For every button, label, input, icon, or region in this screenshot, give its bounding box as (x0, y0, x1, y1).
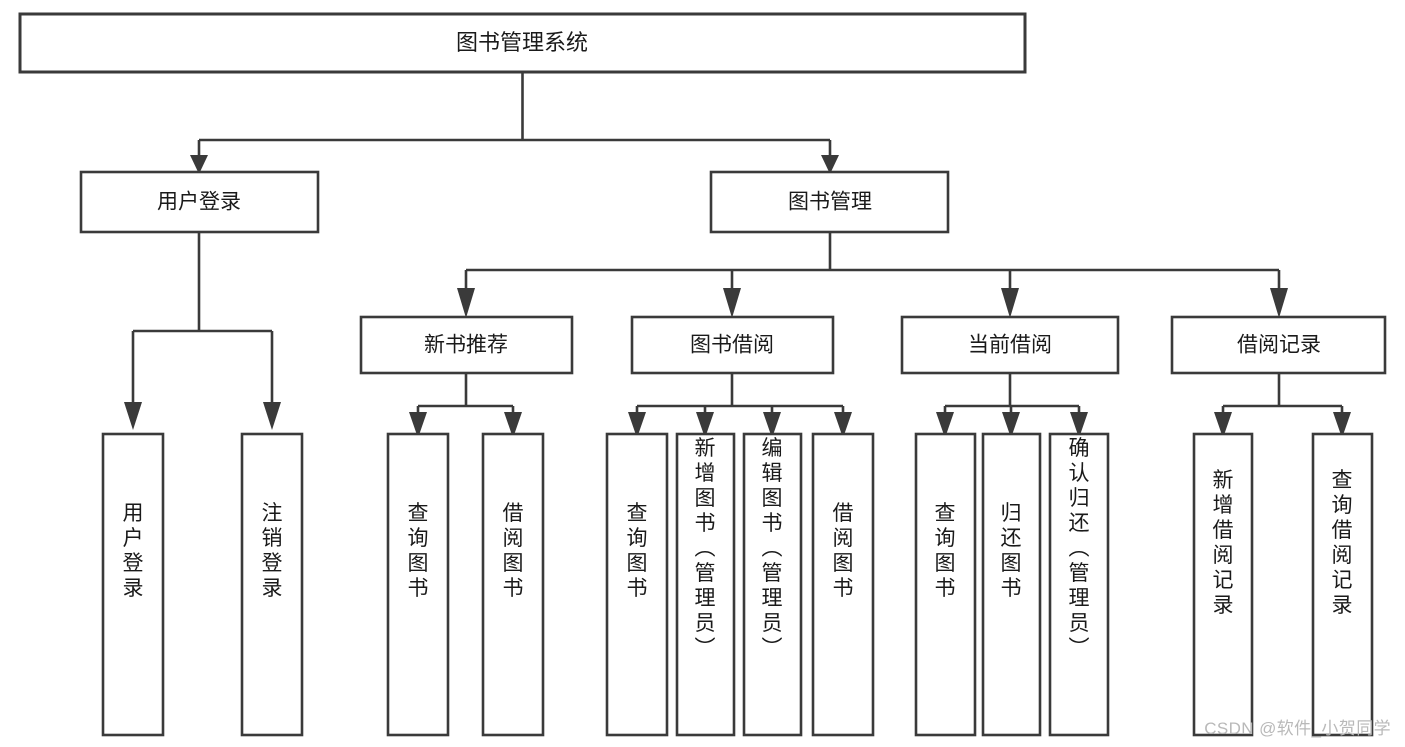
node-current-borrow[interactable]: 当前借阅 (900, 315, 1120, 375)
node-root[interactable]: 图书管理系统 (18, 12, 1027, 74)
edge-group-user-login-to-leaves (124, 232, 281, 430)
node-root-label: 图书管理系统 (456, 30, 588, 55)
watermark-text: CSDN @软件_小贺同学 (1204, 719, 1391, 738)
node-leaf-user-login[interactable]: 用户登录 (101, 432, 165, 737)
node-book-manage-label: 图书管理 (788, 191, 872, 214)
arrow-head-leaf-borrow-book-1 (504, 412, 522, 438)
arrow-head-leaf-confirm-return (1070, 412, 1088, 438)
arrow-head-borrow-record (1270, 288, 1288, 318)
node-leaf-confirm-return-box[interactable] (1048, 432, 1110, 737)
node-leaf-query-book-1-label: 查询图书 (408, 502, 429, 600)
node-leaf-add-record-box[interactable] (1192, 432, 1254, 737)
node-current-borrow-box[interactable] (900, 315, 1120, 375)
node-leaf-query-book-3-label: 查询图书 (935, 502, 956, 600)
node-leaf-borrow-book-2[interactable]: 借阅图书 (811, 432, 875, 737)
node-user-login-label: 用户登录 (157, 191, 241, 214)
node-book-manage-box[interactable] (709, 170, 950, 234)
node-new-book-rec-box[interactable] (359, 315, 574, 375)
node-leaf-query-book-3[interactable]: 查询图书 (914, 432, 977, 737)
arrow-head-user-login (190, 155, 208, 174)
edge-group-book-borrow-to-leaves (628, 373, 852, 438)
node-leaf-user-logout-label: 注销登录 (262, 502, 283, 600)
node-user-login-box[interactable] (79, 170, 320, 234)
node-leaf-confirm-return[interactable]: 确认归还︵管理员︶ (1048, 432, 1110, 737)
edge-group-book-manage-to-level3 (457, 232, 1288, 318)
node-leaf-borrow-book-1-box[interactable] (481, 432, 545, 737)
node-borrow-record-label: 借阅记录 (1237, 334, 1321, 357)
arrow-head-leaf-add-record (1214, 412, 1232, 438)
node-leaf-query-record[interactable]: 查询借阅记录 (1311, 432, 1374, 737)
node-book-borrow-label: 图书借阅 (690, 334, 774, 357)
node-leaf-query-book-2-box[interactable] (605, 432, 669, 737)
node-leaf-return-book-box[interactable] (981, 432, 1042, 737)
node-borrow-record-box[interactable] (1170, 315, 1387, 375)
node-leaf-edit-book-label: 编辑图书︵管理员︶ (762, 437, 783, 660)
node-leaf-return-book[interactable]: 归还图书 (981, 432, 1042, 737)
arrow-head-leaf-user-login (124, 402, 142, 430)
node-leaf-user-login-box[interactable] (101, 432, 165, 737)
node-leaf-add-book[interactable]: 新增图书︵管理员︶ (675, 432, 736, 737)
node-leaf-add-record-label: 新增借阅记录 (1213, 469, 1234, 617)
node-user-login[interactable]: 用户登录 (79, 170, 320, 234)
node-leaf-query-record-label: 查询借阅记录 (1332, 469, 1353, 617)
node-leaf-query-book-2-label: 查询图书 (627, 502, 648, 600)
node-leaf-add-book-label: 新增图书︵管理员︶ (695, 437, 716, 660)
node-leaf-borrow-book-1-label: 借阅图书 (503, 502, 524, 600)
node-leaf-add-record[interactable]: 新增借阅记录 (1192, 432, 1254, 737)
arrow-head-leaf-query-book-1 (409, 412, 427, 438)
node-leaf-borrow-book-1[interactable]: 借阅图书 (481, 432, 545, 737)
node-leaf-borrow-book-2-label: 借阅图书 (833, 502, 854, 600)
node-leaf-user-logout-box[interactable] (240, 432, 304, 737)
arrow-head-leaf-edit-book (763, 412, 781, 438)
node-leaf-edit-book-box[interactable] (742, 432, 803, 737)
arrow-head-leaf-add-book (696, 412, 714, 438)
node-leaf-query-book-1-box[interactable] (386, 432, 450, 737)
edge-group-current-borrow-to-leaves (936, 373, 1088, 438)
arrow-head-new-book-rec (457, 288, 475, 318)
node-current-borrow-label: 当前借阅 (968, 334, 1052, 357)
node-leaf-query-book-2[interactable]: 查询图书 (605, 432, 669, 737)
arrow-head-leaf-query-book-3 (936, 412, 954, 438)
arrow-head-leaf-borrow-book-2 (834, 412, 852, 438)
node-book-borrow-box[interactable] (630, 315, 835, 375)
node-book-borrow[interactable]: 图书借阅 (630, 315, 835, 375)
node-leaf-edit-book[interactable]: 编辑图书︵管理员︶ (742, 432, 803, 737)
node-book-manage[interactable]: 图书管理 (709, 170, 950, 234)
arrow-head-book-manage (821, 155, 839, 174)
arrow-head-leaf-return-book (1002, 412, 1020, 438)
edge-group-new-book-rec-to-leaves (409, 373, 522, 438)
arrow-head-current-borrow (1001, 288, 1019, 318)
node-leaf-query-book-3-box[interactable] (914, 432, 977, 737)
node-leaf-user-logout[interactable]: 注销登录 (240, 432, 304, 737)
arrow-head-book-borrow (723, 288, 741, 318)
node-leaf-user-login-label: 用户登录 (123, 502, 144, 600)
node-leaf-add-book-box[interactable] (675, 432, 736, 737)
arrow-head-leaf-user-logout (263, 402, 281, 430)
node-root-box[interactable] (18, 12, 1027, 74)
edge-group-borrow-record-to-leaves (1214, 373, 1351, 438)
node-leaf-query-record-box[interactable] (1311, 432, 1374, 737)
node-leaf-confirm-return-label: 确认归还︵管理员︶ (1069, 437, 1090, 660)
edge-group-root-to-level2 (190, 72, 839, 174)
arrow-head-leaf-query-record (1333, 412, 1351, 438)
node-new-book-rec[interactable]: 新书推荐 (359, 315, 574, 375)
node-leaf-borrow-book-2-box[interactable] (811, 432, 875, 737)
node-borrow-record[interactable]: 借阅记录 (1170, 315, 1387, 375)
node-leaf-return-book-label: 归还图书 (1001, 502, 1022, 600)
node-new-book-rec-label: 新书推荐 (424, 334, 508, 357)
arrow-head-leaf-query-book-2 (628, 412, 646, 438)
node-leaf-query-book-1[interactable]: 查询图书 (386, 432, 450, 737)
